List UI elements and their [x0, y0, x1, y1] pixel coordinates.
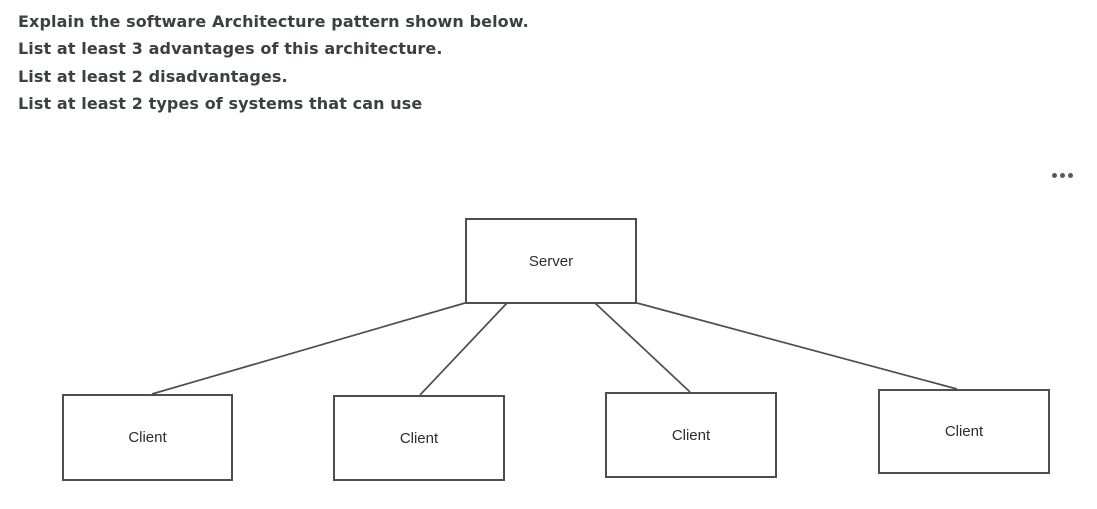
question-text: Explain the software Architecture patter… [18, 8, 738, 118]
ellipsis-icon [1051, 172, 1057, 178]
connector-server-client-4 [636, 302, 958, 390]
more-options-button[interactable] [1046, 166, 1078, 184]
connector-server-client-2 [419, 302, 508, 396]
question-line: List at least 3 advantages of this archi… [18, 39, 443, 59]
client-node-label: Client [944, 423, 984, 440]
ellipsis-icon [1059, 172, 1065, 178]
client-node-label: Client [128, 429, 167, 446]
question-line: Explain the software Architecture patter… [18, 12, 529, 31]
client-node-3: Client [605, 392, 777, 478]
client-node-2: Client [333, 395, 505, 481]
client-node-4: Client [878, 389, 1050, 474]
server-node: Server [465, 218, 637, 304]
connector-server-client-3 [594, 302, 691, 393]
server-node-label: Server [528, 252, 574, 270]
connector-server-client-1 [151, 302, 466, 395]
client-node-label: Client [671, 426, 711, 444]
client-node-1: Client [62, 394, 233, 481]
ellipsis-icon [1067, 172, 1073, 178]
question-line: List at least 2 types of systems that ca… [18, 94, 423, 114]
question-line: List at least 2 disadvantages. [18, 66, 288, 86]
client-node-label: Client [399, 429, 439, 447]
